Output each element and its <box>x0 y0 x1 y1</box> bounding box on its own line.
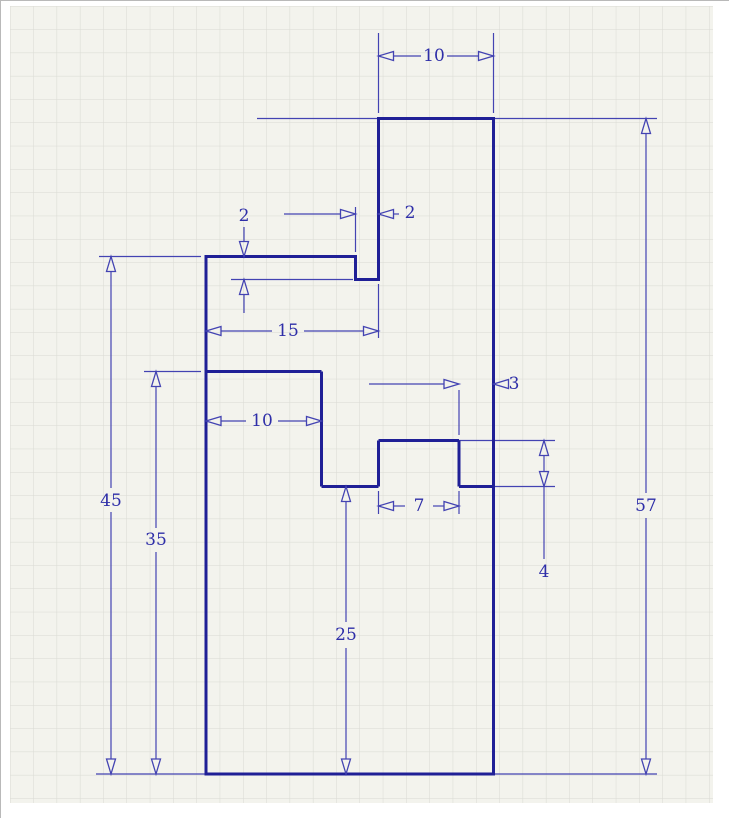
arrowheads <box>105 50 652 777</box>
dimension-label-mid-height: 35 <box>145 530 167 550</box>
dimension-labels: 10 2 2 15 10 3 45 35 25 7 4 57 <box>100 46 657 645</box>
dimension-label-top-width: 10 <box>423 46 445 66</box>
arrow-down-icon <box>238 240 250 259</box>
arrow-down-icon <box>105 758 117 777</box>
arrow-left-icon <box>376 208 395 220</box>
arrow-down-icon <box>340 758 352 777</box>
dimension-label-notch-width: 2 <box>405 203 416 223</box>
arrow-up-icon <box>238 277 250 296</box>
arrow-down-icon <box>640 758 652 777</box>
arrow-right-icon <box>305 415 324 427</box>
arrow-up-icon <box>105 254 117 273</box>
part-outline <box>204 117 495 776</box>
arrow-right-icon <box>477 50 496 62</box>
dimension-lines <box>110 55 647 759</box>
arrow-right-icon <box>443 500 462 512</box>
arrow-up-icon <box>640 116 652 135</box>
arrow-down-icon <box>150 758 162 777</box>
internal-edges <box>206 370 494 488</box>
arrow-up-icon <box>340 484 352 503</box>
arrow-left-icon <box>376 50 395 62</box>
dimension-label-upper-step-width: 15 <box>277 321 299 341</box>
grid-lines <box>10 6 713 803</box>
dimension-label-lower-step-width: 10 <box>251 411 273 431</box>
arrow-up-icon <box>150 369 162 388</box>
arrow-right-icon <box>362 325 381 337</box>
arrow-up-icon <box>538 438 550 457</box>
arrow-down-icon <box>538 470 550 489</box>
arrow-left-icon <box>376 500 395 512</box>
arrow-left-icon <box>203 415 222 427</box>
arrow-left-icon <box>203 325 222 337</box>
arrow-right-icon <box>339 208 358 220</box>
dimension-label-tab-width: 7 <box>414 496 425 516</box>
dimension-label-step-height: 25 <box>335 625 357 645</box>
dimension-label-tab-height: 4 <box>539 562 550 582</box>
dimension-label-tab-right-offset: 3 <box>509 374 520 394</box>
dimension-label-left-height: 45 <box>100 491 122 511</box>
arrow-left-icon <box>491 378 510 390</box>
dimension-label-total-height: 57 <box>635 496 657 516</box>
arrow-right-icon <box>443 378 462 390</box>
dimension-label-notch-depth: 2 <box>239 206 250 226</box>
